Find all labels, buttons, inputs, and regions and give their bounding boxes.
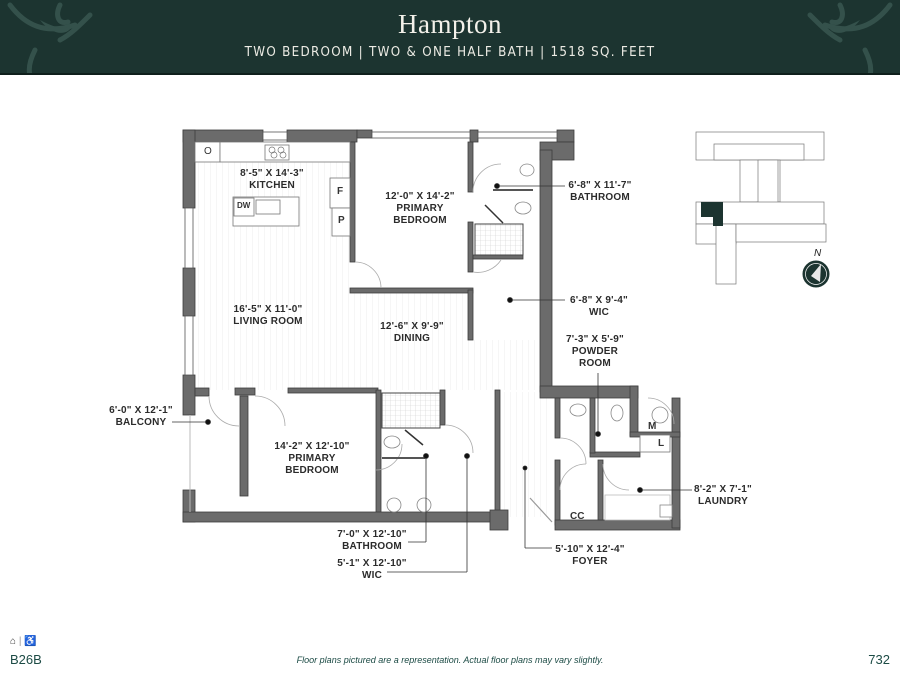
- room-name-line2: BEDROOM: [285, 465, 339, 476]
- linen-label: L: [658, 438, 665, 449]
- room-name: WIC: [588, 307, 610, 318]
- room-name: POWDER: [571, 346, 619, 357]
- unit-code: B26B: [10, 652, 42, 667]
- room-dining: 12'-6" X 9'-9" DINING: [372, 321, 452, 345]
- room-dims: 14'-2" X 12'-10": [274, 441, 350, 452]
- room-dims: 12'-6" X 9'-9": [380, 321, 444, 332]
- room-name: BATHROOM: [570, 192, 630, 203]
- floor-plan-drawing: [172, 129, 692, 573]
- room-name: PRIMARY: [288, 453, 336, 464]
- room-balcony: 6'-0" X 12'-1" BALCONY: [106, 405, 176, 429]
- room-dims: 12'-0" X 14'-2": [385, 191, 455, 202]
- plan-subtitle: TWO BEDROOM | TWO & ONE HALF BATH | 1518…: [244, 45, 656, 60]
- room-laundry: 8'-2" X 7'-1" LAUNDRY: [688, 484, 758, 508]
- room-name: LIVING ROOM: [233, 316, 303, 327]
- room-kitchen: 8'-5" X 14'-3" KITCHEN: [232, 168, 312, 192]
- disclaimer: Floor plans pictured are a representatio…: [296, 655, 604, 665]
- room-primary-bedroom-1: 12'-0" X 14'-2" PRIMARY BEDROOM: [380, 191, 460, 227]
- coat-closet-label: CC: [570, 511, 585, 522]
- room-powder: 7'-3" X 5'-9" POWDER ROOM: [560, 334, 630, 370]
- footer-icons: ⌂ | ♿: [10, 636, 37, 647]
- room-name: BALCONY: [115, 417, 167, 428]
- room-wic-2: 5'-1" X 12'-10" WIC: [336, 558, 408, 582]
- equal-housing-icon: ⌂: [10, 636, 17, 647]
- plan-title: Hampton: [398, 9, 502, 39]
- room-dims: 8'-2" X 7'-1": [694, 484, 752, 495]
- north-compass-icon: N: [802, 248, 830, 288]
- room-dims: 6'-8" X 9'-4": [570, 295, 628, 306]
- room-dims: 16'-5" X 11'-0": [233, 304, 303, 315]
- accessibility-icon: ♿: [24, 636, 37, 647]
- room-dims: 5'-10" X 12'-4": [555, 544, 625, 555]
- oven-label: O: [204, 146, 212, 157]
- room-dims: 6'-0" X 12'-1": [109, 405, 173, 416]
- page-number: 732: [868, 652, 890, 667]
- room-foyer: 5'-10" X 12'-4" FOYER: [552, 544, 628, 568]
- room-name: BATHROOM: [342, 541, 402, 552]
- room-dims: 5'-1" X 12'-10": [337, 558, 407, 569]
- room-bathroom-2: 7'-0" X 12'-10" BATHROOM: [336, 529, 408, 553]
- room-name: LAUNDRY: [698, 496, 748, 507]
- room-name: FOYER: [572, 556, 608, 567]
- room-name: WIC: [361, 570, 383, 581]
- room-dims: 8'-5" X 14'-3": [240, 168, 304, 179]
- room-primary-bedroom-2: 14'-2" X 12'-10" PRIMARY BEDROOM: [272, 441, 352, 477]
- room-name: PRIMARY: [396, 203, 444, 214]
- room-name: DINING: [393, 333, 431, 344]
- pantry-label: P: [338, 215, 345, 226]
- ornament-right-icon: [807, 2, 893, 73]
- dishwasher-label: DW: [237, 201, 251, 210]
- svg-text:N: N: [814, 248, 822, 259]
- room-name-line2: ROOM: [579, 358, 611, 369]
- ornament-left-icon: [7, 2, 93, 73]
- room-bathroom-1: 6'-8" X 11'-7" BATHROOM: [562, 180, 638, 204]
- room-name-line2: BEDROOM: [393, 215, 447, 226]
- header-banner: Hampton TWO BEDROOM | TWO & ONE HALF BAT…: [0, 0, 900, 75]
- room-dims: 7'-3" X 5'-9": [566, 334, 624, 345]
- room-name: KITCHEN: [249, 180, 295, 191]
- room-dims: 7'-0" X 12'-10": [337, 529, 407, 540]
- building-key-plan: N: [695, 131, 830, 288]
- room-dims: 6'-8" X 11'-7": [568, 180, 632, 191]
- room-living: 16'-5" X 11'-0" LIVING ROOM: [228, 304, 308, 328]
- fridge-label: F: [337, 186, 344, 197]
- mechanical-label: M: [648, 421, 657, 432]
- room-wic-1: 6'-8" X 9'-4" WIC: [564, 295, 634, 319]
